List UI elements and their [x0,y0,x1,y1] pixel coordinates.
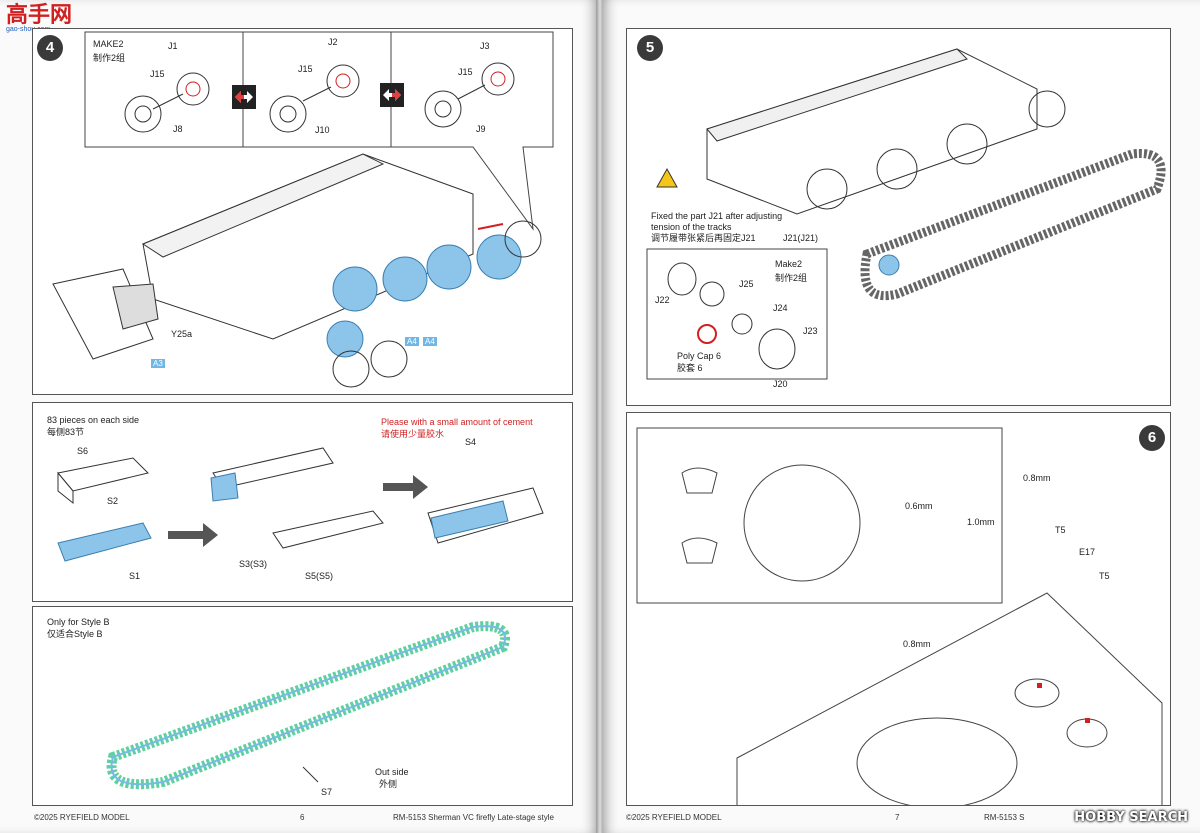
part-j15-3: J15 [458,67,473,77]
style-b-panel: Only for Style B 仅适合Style B Out side 外侧 … [32,606,573,806]
footer-page-number: 7 [895,813,900,822]
watermark-logo-text: 高手网 [6,2,73,27]
drill-0.8mm-bottom: 0.8mm [903,639,931,649]
part-j10: J10 [315,125,330,135]
step6-illustration [636,427,1163,805]
drill-0.6mm: 0.6mm [905,501,933,511]
track-assembly-illustration [57,447,544,562]
footer-copyright: ©2025 RYEFIELD MODEL [34,813,130,822]
hobby-search-logo: HOBBY SEARCH [1074,810,1188,825]
swap-arrows-icon [380,83,404,107]
make2-cn-label: 制作2组 [93,53,126,63]
footer-product-title: RM-5153 Sherman VC firefly Late-stage st… [393,813,554,822]
part-j25: J25 [739,279,754,289]
part-y25a: Y25a [171,329,193,339]
step5-illustration [646,48,1166,380]
left-page: 高手网 gao-shou.com 4 [0,0,598,833]
part-t5-2: T5 [1099,571,1110,581]
footer-product-title: RM-5153 S [984,813,1025,822]
part-e17: E17 [1079,547,1096,557]
pieces-cn-label: 每侧83节 [47,427,85,437]
part-a4: A4 [405,337,419,346]
part-a4b: A4 [423,337,437,346]
part-j1: J1 [168,41,178,51]
make2-label: Make2 [775,259,803,269]
part-s4: S4 [465,437,477,447]
part-j15-1: J15 [150,69,165,79]
part-j2: J2 [328,37,338,47]
j21-note-line2: tension of the tracks [651,222,732,232]
part-a3: A3 [151,359,165,368]
book-gutter [596,0,604,833]
step-number-badge: 5 [637,35,663,61]
part-j24: J24 [773,303,788,313]
track-assembly-panel: 83 pieces on each side 每侧83节 Please with… [32,402,573,602]
watermark-logo-sub: gao-shou.com [6,26,51,33]
part-s5: S5(S5) [305,571,334,581]
step5-panel: 5 Fixed the part J21 after adjusting ten… [626,28,1171,406]
part-s6: S6 [77,446,89,456]
make2-cn-label: 制作2组 [775,273,808,283]
out-side-cn-label: 外侧 [379,779,398,789]
j21-note-line1: Fixed the part J21 after adjusting [651,211,783,221]
part-s2: S2 [107,496,119,506]
track-loop-illustration [106,621,510,790]
step4-panel: 4 [32,28,573,395]
part-j23: J23 [803,326,818,336]
part-j22: J22 [655,295,670,305]
step-number-badge: 6 [1139,425,1165,451]
cement-warning: Please with a small amount of cement [381,417,533,427]
cement-warning-cn: 请使用少量胶水 [381,429,445,439]
part-j8: J8 [173,124,183,134]
part-j21: J21(J21) [783,233,819,243]
swap-arrows-icon [232,85,256,109]
part-s7: S7 [321,787,333,797]
part-s1: S1 [129,571,141,581]
part-j15-2: J15 [298,64,313,74]
footer-copyright: ©2025 RYEFIELD MODEL [626,813,722,822]
watermark-logo: 高手网 gao-shou.com [6,2,73,34]
drill-1.0mm: 1.0mm [967,517,995,527]
step-number-badge: 4 [37,35,63,61]
j21-note-cn: 调节履带张紧后再固定J21 [651,233,756,243]
drill-0.8mm-top: 0.8mm [1023,473,1051,483]
part-s3: S3(S3) [239,559,268,569]
part-t5-1: T5 [1055,525,1066,535]
poly-cap-label: Poly Cap 6 [677,351,722,361]
part-j3: J3 [480,41,490,51]
part-j20: J20 [773,379,788,389]
style-b-title-cn: 仅适合Style B [47,629,103,639]
footer-page-number: 6 [300,813,305,822]
step4-illustration [52,31,554,388]
poly-cap-cn-label: 胶套 6 [677,363,703,373]
out-side-label: Out side [375,767,409,777]
part-j9: J9 [476,124,486,134]
pieces-label: 83 pieces on each side [47,415,140,425]
make2-label: MAKE2 [93,39,124,49]
right-page: 5 Fixed the part J21 after adjusting ten… [602,0,1200,833]
style-b-title: Only for Style B [47,617,110,627]
step6-panel: 6 0.6mm 0.8mm 1.0mm 0.8mm T5 E17 T5 [626,412,1171,806]
